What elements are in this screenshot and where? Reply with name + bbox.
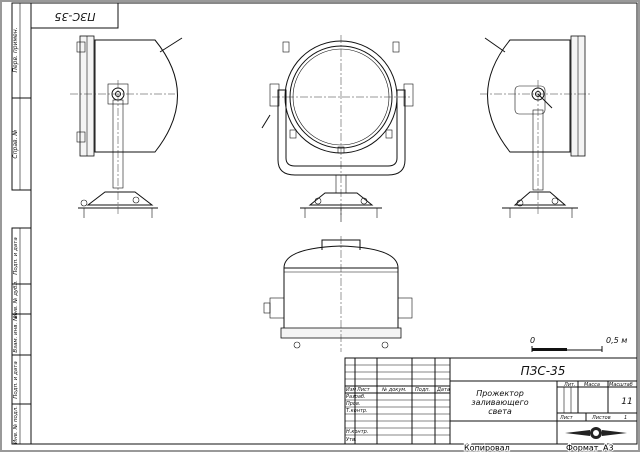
stamp-ref-no: Справ. № bbox=[12, 129, 19, 158]
copied-label: Копировал bbox=[464, 444, 510, 452]
designation: ПЗС-35 bbox=[521, 364, 566, 378]
scale-value: 11 bbox=[621, 397, 632, 407]
sheets-value: 1 bbox=[624, 415, 627, 421]
title-line-2: заливающего bbox=[471, 398, 528, 407]
header-change: Изм bbox=[346, 387, 356, 393]
stamp-orig-inv: Инв. № подл. bbox=[13, 406, 19, 444]
header-date: Дата bbox=[436, 387, 450, 393]
role-tech-control: Т.контр. bbox=[346, 408, 368, 414]
title-block: Изм Лист № докум. Подп. Дата Разраб. Про… bbox=[344, 357, 638, 445]
stamp-dup-inv: Инв. № дубл. bbox=[13, 280, 19, 318]
plan-view bbox=[263, 236, 413, 352]
stamp-replace-inv: Взам. инв. № bbox=[13, 315, 19, 353]
role-developer: Разраб. bbox=[346, 394, 366, 400]
format-label: Формат bbox=[566, 444, 599, 452]
side-view-right bbox=[480, 35, 590, 218]
front-view bbox=[261, 35, 414, 222]
side-view-left bbox=[70, 35, 183, 218]
format-value: А3 bbox=[603, 444, 614, 452]
lit-label: Лит. bbox=[563, 382, 576, 388]
rotated-designation: ПЗС-35 bbox=[55, 10, 96, 23]
drawing-frame bbox=[30, 2, 638, 445]
scale-label: Масштаб bbox=[609, 382, 633, 388]
stamp-sign-date-1: Подп. и дата bbox=[13, 237, 19, 275]
stamp-first-use: Перв. примен. bbox=[12, 27, 19, 72]
role-norm-control: Н.контр. bbox=[346, 429, 368, 435]
header-doc-no: № докум. bbox=[381, 387, 407, 393]
mass-label: Масса bbox=[584, 382, 600, 388]
stamp-sign-date-2: Подп. и дата bbox=[13, 361, 19, 399]
side-stamps: Перв. примен. Справ. № Подп. и дата Инв.… bbox=[11, 2, 32, 445]
scale-start-label: 0 bbox=[530, 336, 535, 345]
header-sheet: Лист bbox=[356, 387, 371, 393]
role-approved: Утв. bbox=[346, 437, 357, 443]
scale-end-label: 0,5 м bbox=[606, 336, 627, 345]
title-line-1: Прожектор bbox=[476, 389, 524, 398]
sheets-label: Листов bbox=[591, 415, 611, 421]
title-line-3: света bbox=[488, 407, 512, 416]
role-checker: Пров. bbox=[346, 401, 361, 407]
sheet-label: Лист bbox=[559, 415, 574, 421]
scale-bar: 0 0,5 м bbox=[530, 336, 627, 352]
winged-emblem-logo bbox=[565, 427, 627, 439]
header-sign: Подп. bbox=[415, 387, 430, 393]
